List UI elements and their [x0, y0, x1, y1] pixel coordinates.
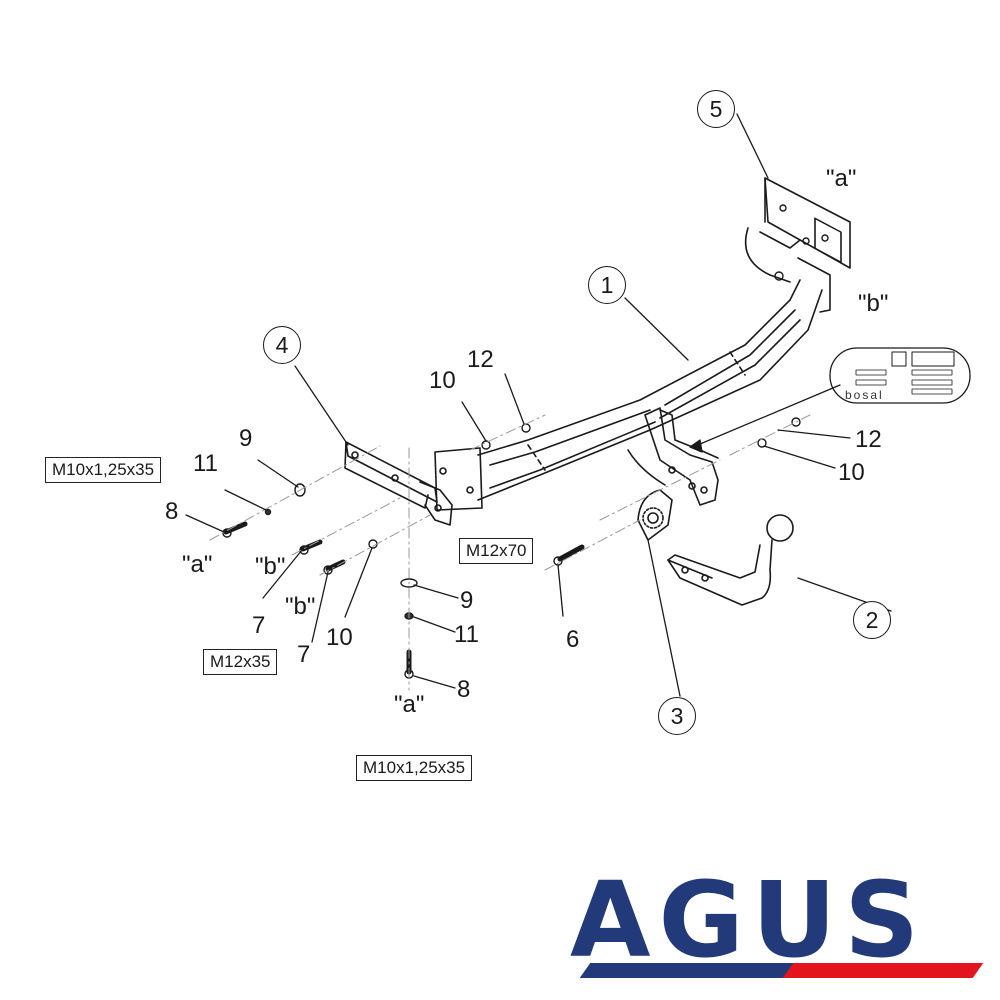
- tow-ball-part-2: [667, 514, 794, 606]
- callout-10-right: 10: [838, 459, 865, 486]
- right-bracket-part-5: [744, 177, 851, 313]
- callout-8-left: 8: [165, 498, 179, 525]
- part-5-callout: 5: [697, 90, 735, 128]
- mark-b-left-2: "b": [285, 593, 316, 620]
- callout-10-left: 10: [429, 367, 456, 394]
- part-1-callout: 1: [588, 266, 626, 304]
- spec-box-m12x70: M12x70: [459, 538, 534, 564]
- mark-a-left: "a": [182, 551, 213, 578]
- logo-red-stripe: [782, 963, 984, 978]
- callout-7-first: 7: [252, 612, 266, 639]
- spec-box-m10-left: M10x1,25x35: [45, 457, 162, 483]
- spec-box-m10-bottom: M10x1,25x35: [356, 755, 473, 781]
- socket-plate-part-3: [637, 489, 673, 541]
- mark-a-right-bracket: "a": [826, 165, 857, 192]
- callout-11-bottom: 11: [454, 621, 479, 648]
- callout-12-left: 12: [467, 346, 494, 373]
- mark-a-bottom: "a": [394, 691, 425, 718]
- left-bracket-part-4: [344, 441, 453, 526]
- callout-10-bottom: 10: [326, 624, 353, 651]
- callout-8-bottom: 8: [457, 676, 471, 703]
- part-4-callout: 4: [263, 326, 301, 364]
- agus-logo: AGUS: [570, 868, 985, 983]
- leader-lines: [185, 113, 892, 697]
- crossbar-part-1: [434, 279, 823, 511]
- part-3-callout: 3: [658, 697, 696, 735]
- center-bracket: [627, 407, 719, 506]
- logo-blue-stripe: [579, 963, 796, 978]
- callout-12-right: 12: [855, 426, 882, 453]
- callout-7-second: 7: [297, 641, 311, 668]
- callout-9-bottom: 9: [460, 587, 474, 614]
- callout-6: 6: [566, 626, 580, 653]
- nameplate-outline: [829, 347, 971, 404]
- callout-11-left: 11: [193, 450, 218, 477]
- nameplate-brand: bosal: [845, 388, 884, 402]
- mark-b-right-bracket: "b": [858, 290, 889, 317]
- part-2-callout: 2: [853, 601, 891, 639]
- assembly-axes: [209, 414, 811, 691]
- mark-b-left-1: "b": [255, 553, 286, 580]
- logo-text: AGUS: [570, 859, 928, 981]
- callout-9-left: 9: [239, 425, 253, 452]
- spec-box-m12x35: M12x35: [203, 649, 278, 675]
